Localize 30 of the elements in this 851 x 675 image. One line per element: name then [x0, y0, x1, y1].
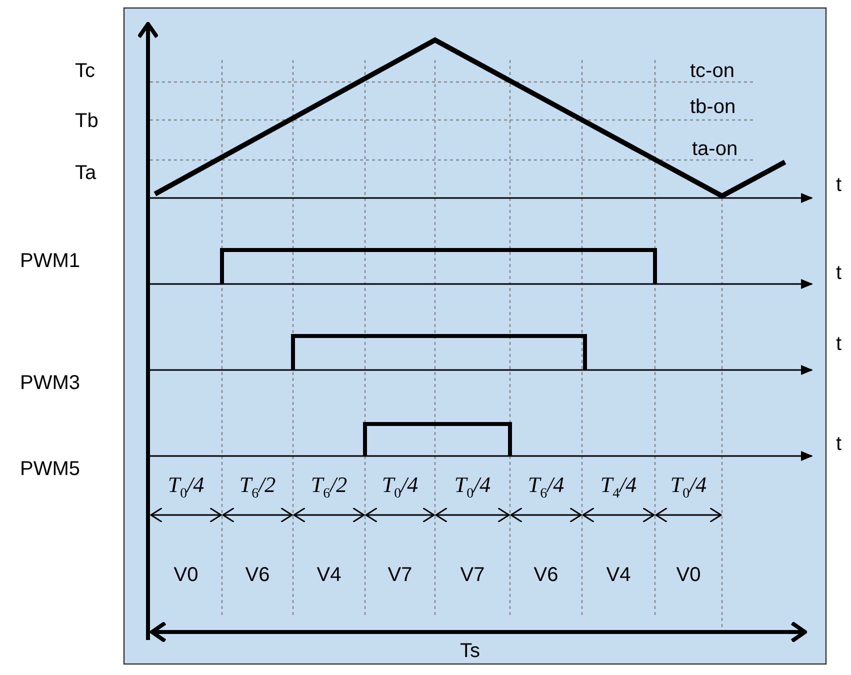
threshold-label: ta-on	[692, 138, 738, 160]
time-fraction: T$_{0}$/4	[382, 474, 418, 504]
time-fraction: T$_{6}$/4	[528, 474, 564, 504]
axis-label: t	[836, 174, 842, 196]
time-fraction: T$_{0}$/4	[670, 474, 707, 504]
vector-label: V4	[316, 564, 342, 586]
threshold-label: tc-on	[690, 60, 734, 82]
axis-label: t	[836, 333, 842, 355]
axis-label: t	[836, 433, 842, 455]
axis-label: Tb	[75, 110, 98, 132]
vector-label: V0	[676, 564, 701, 586]
vector-label: V6	[534, 564, 558, 586]
vector-label: V7	[388, 564, 412, 586]
vector-label: V4	[606, 564, 631, 586]
vector-label: V7	[460, 564, 485, 586]
axis-label: Tc	[75, 60, 95, 82]
vector-label: V6	[245, 564, 270, 586]
signal-label: PWM5	[20, 458, 80, 480]
threshold-label: tb-on	[690, 96, 736, 118]
time-fraction: T$_{4}$/4	[600, 474, 637, 504]
signal-label: PWM1	[20, 250, 80, 272]
time-fraction: T$_{6}$/2	[310, 474, 348, 504]
axis-label: Ta	[75, 162, 96, 184]
vector-label: V0	[174, 564, 198, 586]
time-fraction: T$_{0}$/4	[168, 474, 204, 504]
time-fraction: T$_{0}$/4	[454, 474, 491, 504]
period-label: Ts	[460, 640, 480, 662]
time-fraction: T$_{6}$/2	[239, 474, 276, 504]
axis-label: t	[836, 262, 842, 284]
signal-label: PWM3	[20, 372, 80, 394]
